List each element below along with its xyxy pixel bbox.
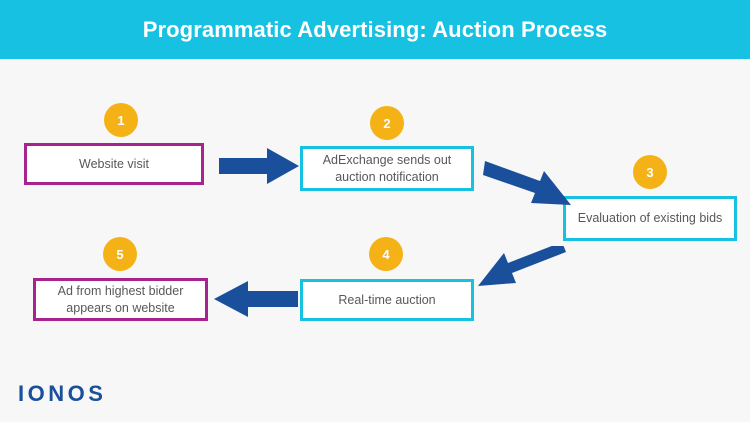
ionos-logo: IONOS [18, 381, 107, 406]
arrow-step4-to-step5-icon [214, 281, 298, 317]
step-box-4: Real-time auction [300, 279, 474, 321]
step-box-2: AdExchange sends out auction notificatio… [300, 146, 474, 191]
page-title: Programmatic Advertising: Auction Proces… [142, 17, 608, 42]
step-box-5-label: Ad from highest bidder appears on websit… [57, 283, 184, 315]
step-badge-4: 4 [369, 237, 403, 271]
step-box-5: Ad from highest bidder appears on websit… [33, 278, 208, 321]
step-box-3: Evaluation of existing bids [563, 196, 737, 241]
step-box-3-label: Evaluation of existing bids [577, 211, 723, 225]
header-bar: Programmatic Advertising: Auction Proces… [0, 0, 750, 59]
step-badge-1: 1 [104, 103, 138, 137]
arrow-step1-to-step2-icon [219, 148, 299, 184]
arrow-step3-to-step4-icon [478, 246, 566, 286]
step-box-4-label: Real-time auction [338, 292, 436, 307]
step-badge-3: 3 [633, 155, 667, 189]
arrow-step2-to-step3-icon [483, 161, 571, 205]
step-badge-2: 2 [370, 106, 404, 140]
step-box-1-label: Website visit [79, 156, 149, 171]
step-box-1: Website visit [24, 143, 204, 185]
step-badge-5: 5 [103, 237, 137, 271]
step-box-2-label: AdExchange sends out auction notificatio… [322, 152, 452, 184]
